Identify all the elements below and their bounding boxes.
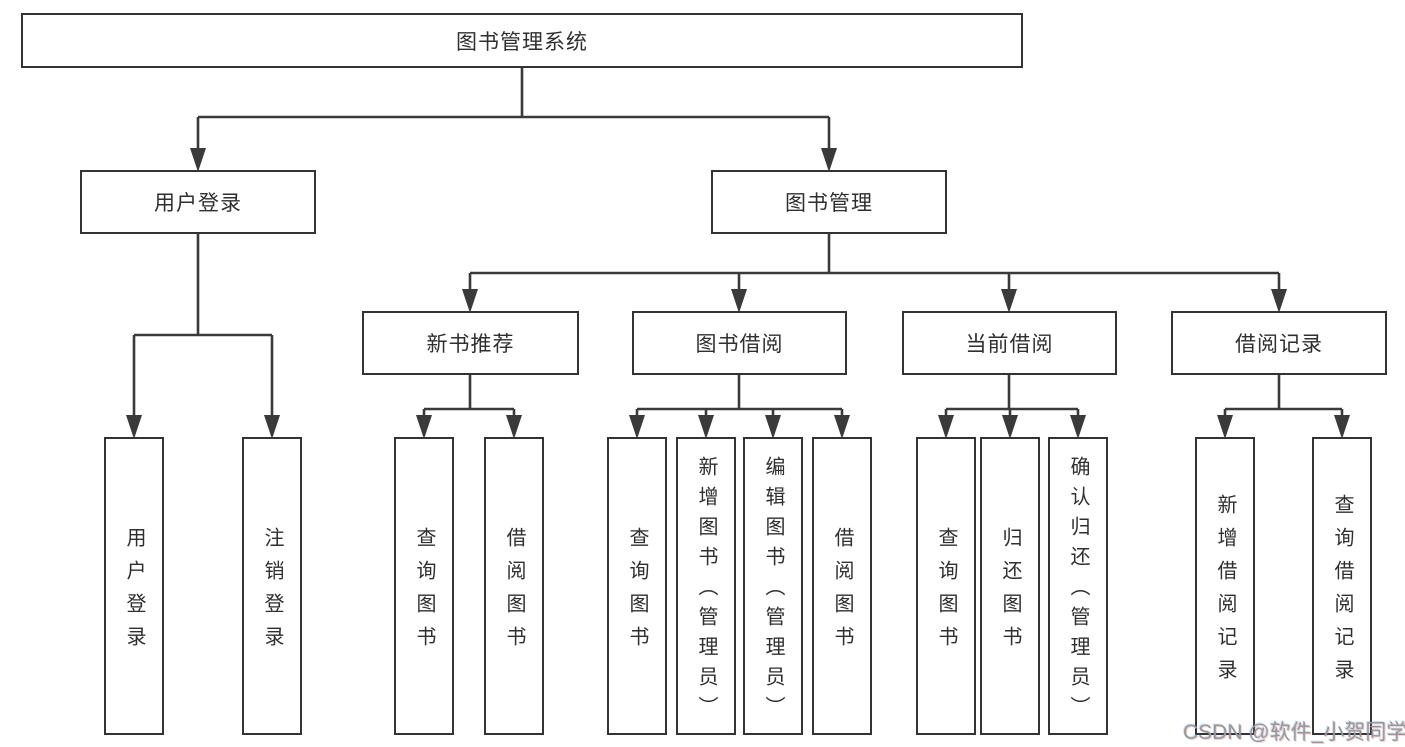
node-book-borrowing: 图书借阅 xyxy=(632,311,847,375)
leaf-label: 新增借阅记录 xyxy=(1214,493,1236,692)
leaf-label: 查询借阅记录 xyxy=(1331,493,1353,692)
leaf-label: 借阅图书 xyxy=(503,526,525,659)
leaf-label: 查询图书 xyxy=(413,526,435,659)
leaf-query-borrow-record: 查询借阅记录 xyxy=(1312,437,1372,735)
leaf-label: 用户登录 xyxy=(123,526,145,659)
leaf-label: 归还图书 xyxy=(999,526,1021,659)
node-label: 图书借阅 xyxy=(695,333,784,356)
leaf-add-book-admin: 新增图书（管理员） xyxy=(676,437,736,735)
leaf-label: 查询图书 xyxy=(626,526,648,659)
leaf-return-books: 归还图书 xyxy=(980,437,1040,735)
leaf-label: 借阅图书 xyxy=(831,526,853,659)
node-book-management: 图书管理 xyxy=(711,170,947,234)
node-user-login: 用户登录 xyxy=(80,170,316,234)
node-label: 用户登录 xyxy=(154,192,242,215)
leaf-label: 查询图书 xyxy=(935,526,957,659)
leaf-label: 编辑图书（管理员） xyxy=(762,456,784,726)
node-label: 借阅记录 xyxy=(1235,333,1323,356)
leaf-borrow-books-recommendation: 借阅图书 xyxy=(484,437,544,735)
node-label: 当前借阅 xyxy=(965,333,1054,356)
node-label: 图书管理 xyxy=(785,192,873,215)
arrowheads xyxy=(126,148,1350,439)
leaf-logout: 注销登录 xyxy=(242,437,302,735)
leaf-query-books-recommendation: 查询图书 xyxy=(394,437,454,735)
leaf-label: 新增图书（管理员） xyxy=(695,456,717,726)
node-label: 图书管理系统 xyxy=(456,30,588,54)
leaf-confirm-return-admin: 确认归还（管理员） xyxy=(1048,437,1108,735)
leaf-label: 确认归还（管理员） xyxy=(1067,456,1089,726)
node-library-management-system: 图书管理系统 xyxy=(21,13,1023,68)
leaf-add-borrow-record: 新增借阅记录 xyxy=(1195,437,1255,735)
leaf-label: 注销登录 xyxy=(261,526,283,659)
leaf-query-books-borrowing: 查询图书 xyxy=(607,437,667,735)
leaf-edit-book-admin: 编辑图书（管理员） xyxy=(743,437,803,735)
node-current-borrowing: 当前借阅 xyxy=(902,311,1117,375)
node-borrowing-records: 借阅记录 xyxy=(1171,311,1387,375)
leaf-query-books-current: 查询图书 xyxy=(916,437,976,735)
node-new-book-recommendation: 新书推荐 xyxy=(362,311,579,375)
node-label: 新书推荐 xyxy=(426,333,515,356)
leaf-user-login: 用户登录 xyxy=(104,437,164,735)
csdn-watermark: CSDN @软件_小贺同学 xyxy=(1183,721,1405,744)
leaf-borrow-books: 借阅图书 xyxy=(812,437,872,735)
